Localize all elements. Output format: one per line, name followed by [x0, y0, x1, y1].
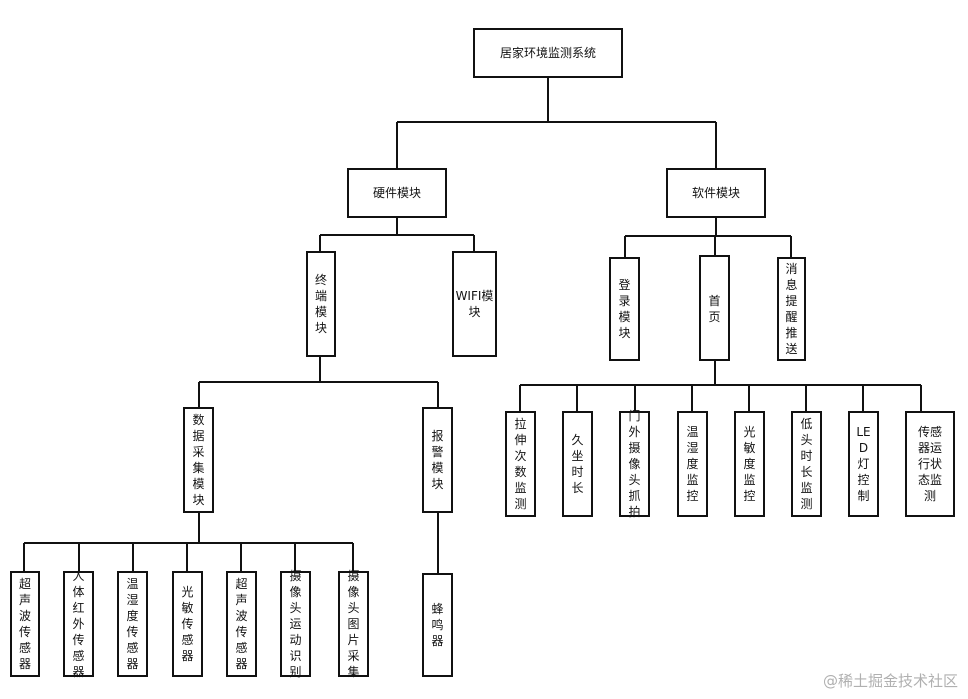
node-label: 摄像头运动识别: [289, 569, 302, 679]
node-alarm: 报警模块: [422, 407, 453, 513]
node-label: 拉伸次数监测: [514, 417, 527, 511]
node-label: 蜂鸣器: [431, 602, 444, 648]
node-push: 消息提醒推送: [777, 257, 806, 361]
node-login: 登录模块: [609, 257, 640, 361]
node-door-camera: 门外摄像头抓拍: [619, 409, 650, 519]
watermark: @稀土掘金技术社区: [822, 672, 958, 690]
node-label: 传感器运行状态监测: [917, 425, 942, 503]
node-stretch-count: 拉伸次数监测: [505, 411, 536, 517]
node-light-monitor: 光敏度监控: [734, 411, 765, 517]
node-ultrasonic-sensor-1: 超声波传感器: [10, 571, 40, 677]
node-label: 数据采集模块: [192, 413, 205, 507]
node-label: 温湿度监控: [686, 425, 699, 503]
node-label: 超声波传感器: [235, 577, 248, 671]
node-temp-humidity-sensor: 温湿度传感器: [117, 571, 148, 677]
node-label: 摄像头图片采集: [347, 569, 360, 679]
node-terminal: 终端模块: [306, 251, 336, 357]
node-label: 软件模块: [691, 186, 740, 200]
node-sensor-status: 传感器运行状态监测: [905, 411, 955, 517]
node-led-control: LED灯控制: [848, 411, 879, 517]
node-label: 消息提醒推送: [785, 262, 798, 356]
node-label: 光敏传感器: [181, 585, 194, 663]
node-light-sensor: 光敏传感器: [172, 571, 203, 677]
node-camera-motion: 摄像头运动识别: [280, 569, 311, 679]
node-ultrasonic-sensor-2: 超声波传感器: [226, 571, 257, 677]
node-root: 居家环境监测系统: [473, 28, 623, 78]
node-software: 软件模块: [666, 168, 766, 218]
node-label: WIFI模块: [455, 289, 494, 319]
node-temp-monitor: 温湿度监控: [677, 411, 708, 517]
node-label: 硬件模块: [372, 186, 421, 200]
node-label: 低头时长监测: [800, 417, 813, 511]
node-label: 门外摄像头抓拍: [628, 409, 641, 519]
node-label: 超声波传感器: [18, 577, 31, 671]
node-head-down-monitor: 低头时长监测: [791, 411, 822, 517]
node-label: 登录模块: [618, 278, 631, 340]
node-home: 首页: [699, 255, 730, 361]
node-label: 居家环境监测系统: [499, 46, 596, 60]
node-label: 温湿度传感器: [126, 577, 139, 671]
node-sitting-duration: 久坐时长: [562, 411, 593, 517]
node-label: 首页: [708, 294, 721, 324]
node-label: 终端模块: [314, 273, 327, 335]
node-label: 人体红外传感器: [72, 569, 85, 679]
node-label: 报警模块: [431, 429, 444, 491]
node-buzzer: 蜂鸣器: [422, 573, 453, 677]
node-hardware: 硬件模块: [347, 168, 447, 218]
node-label: 光敏度监控: [743, 425, 756, 503]
node-label: LED灯控制: [856, 425, 871, 503]
node-data-collect: 数据采集模块: [183, 407, 214, 513]
node-label: 久坐时长: [571, 433, 584, 495]
node-wifi: WIFI模块: [452, 251, 497, 357]
node-camera-image: 摄像头图片采集: [338, 569, 369, 679]
node-pir-sensor: 人体红外传感器: [63, 569, 94, 679]
